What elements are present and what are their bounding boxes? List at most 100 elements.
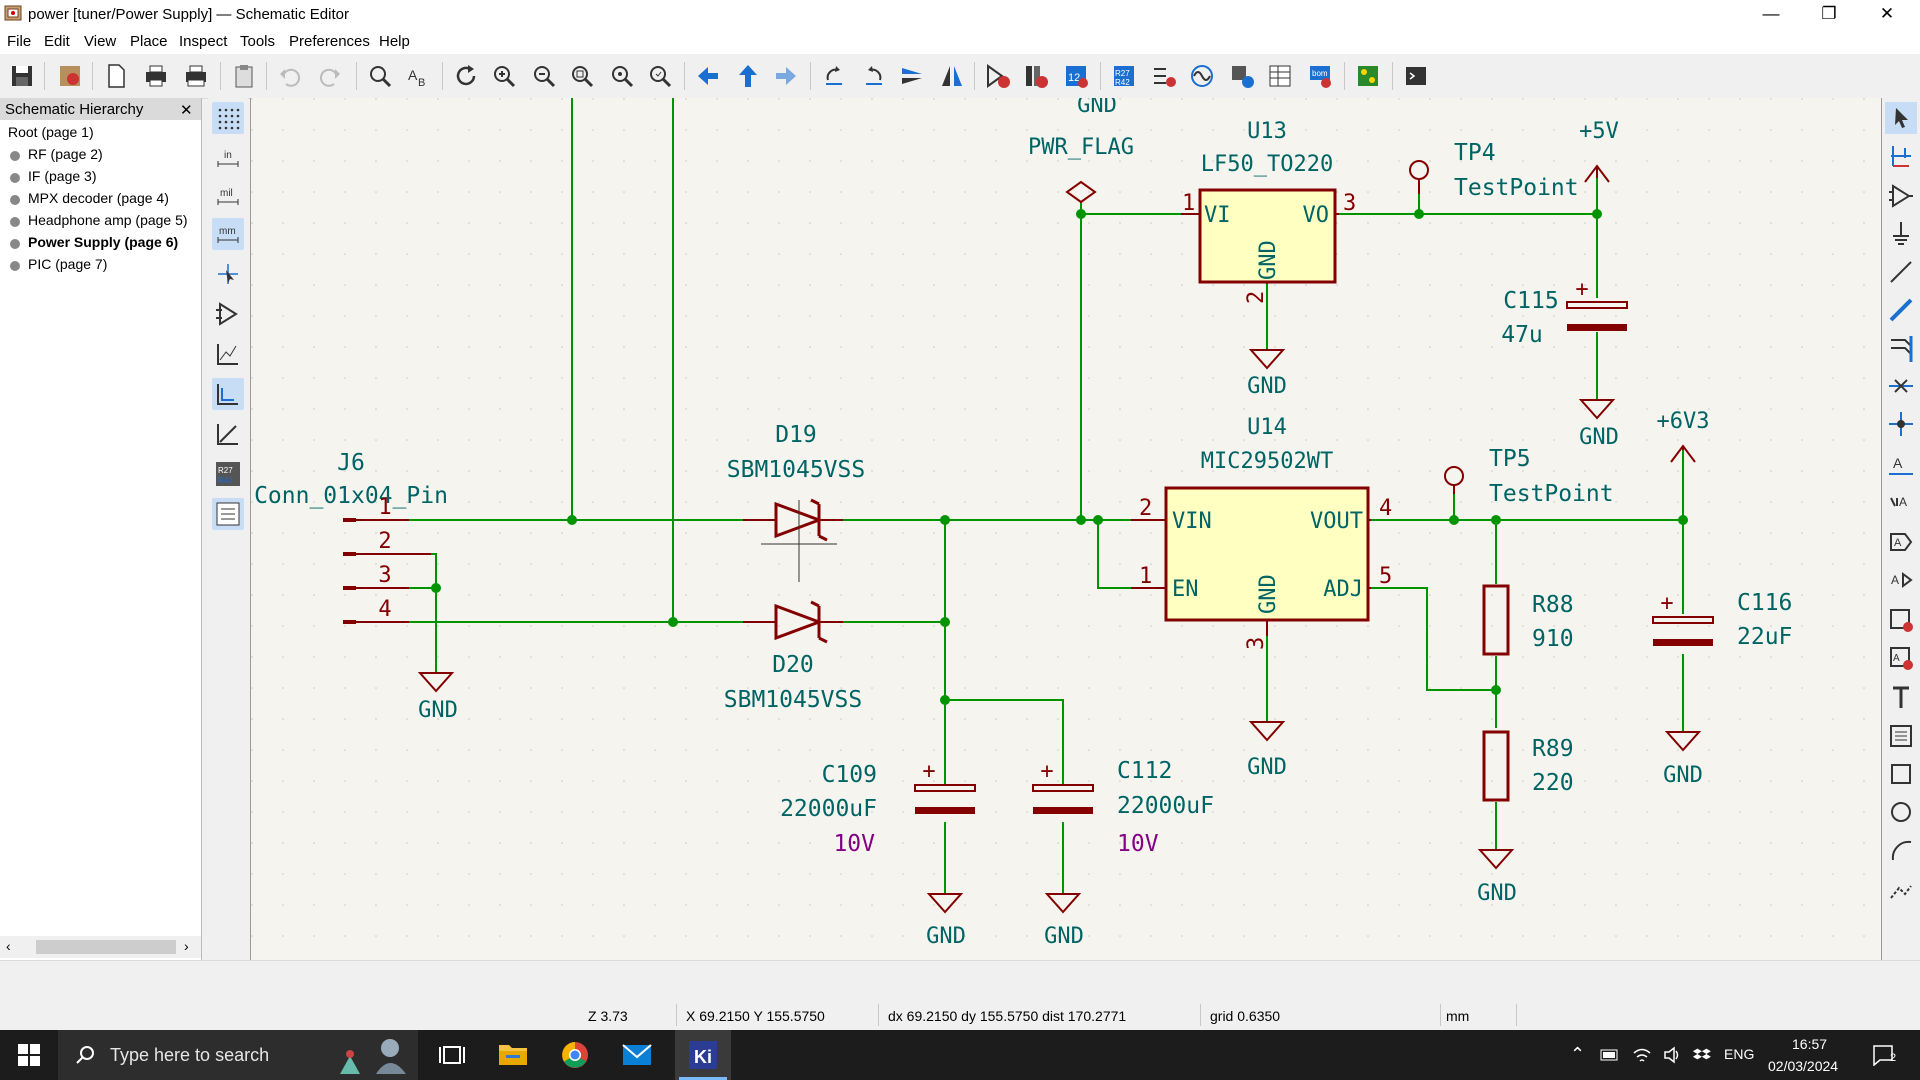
plot-icon[interactable] <box>182 62 210 90</box>
menu-tools[interactable]: Tools <box>240 33 276 50</box>
d20-diode[interactable]: D20 SBM1045VSS <box>724 600 862 713</box>
generate-bom-icon[interactable]: bom <box>1306 62 1334 90</box>
navigate-up-icon[interactable] <box>734 62 762 90</box>
highlight-net-icon[interactable] <box>1885 140 1917 172</box>
zoom-objects-icon[interactable] <box>608 62 636 90</box>
wire[interactable] <box>1097 520 1131 589</box>
task-view-icon[interactable] <box>430 1035 474 1075</box>
add-junction-icon[interactable] <box>1885 408 1917 440</box>
undo-icon[interactable] <box>276 62 304 90</box>
add-circle-icon[interactable] <box>1885 796 1917 828</box>
file-explorer-icon[interactable] <box>491 1035 535 1075</box>
gnd-symbol-u13[interactable]: GND <box>1247 349 1287 399</box>
symbol-fields-icon[interactable] <box>1150 62 1178 90</box>
menu-place[interactable]: Place <box>130 33 168 50</box>
wire[interactable] <box>1371 587 1496 691</box>
mail-icon[interactable] <box>615 1035 659 1075</box>
schematic-setup-icon[interactable] <box>56 62 84 90</box>
gnd-symbol-j6[interactable]: GND <box>417 672 458 723</box>
zoom-out-icon[interactable] <box>530 62 558 90</box>
units-inches-icon[interactable]: in <box>212 142 244 174</box>
show-hidden-icons[interactable]: ⌃ <box>1570 1044 1586 1064</box>
line-mode-45-icon[interactable] <box>212 418 244 450</box>
language-indicator[interactable]: ENG <box>1724 1046 1755 1062</box>
print-icon[interactable] <box>142 62 170 90</box>
add-sheet-icon[interactable] <box>1885 604 1917 636</box>
simulator-icon[interactable] <box>1188 62 1216 90</box>
add-wire-icon[interactable] <box>1885 256 1917 288</box>
gnd-symbol-c115[interactable]: GND <box>1578 399 1619 450</box>
page-settings-icon[interactable] <box>102 62 130 90</box>
r88-resistor[interactable]: R88 910 <box>1482 584 1574 656</box>
line-mode-90-icon[interactable] <box>212 378 244 410</box>
windows-start-icon[interactable] <box>18 1044 40 1066</box>
minimize-button[interactable]: — <box>1742 0 1800 30</box>
c109-capacitor[interactable]: + C109 22000uF 10V <box>780 759 976 857</box>
menu-help[interactable]: Help <box>379 33 410 50</box>
navigate-forward-icon[interactable] <box>772 62 800 90</box>
line-mode-free-icon[interactable] <box>212 338 244 370</box>
d19-diode[interactable]: D19 SBM1045VSS <box>727 422 865 582</box>
cursor-crosshair-icon[interactable] <box>212 258 244 290</box>
redo-icon[interactable] <box>316 62 344 90</box>
restore-button[interactable]: ❐ <box>1800 0 1858 30</box>
bom-icon[interactable] <box>1266 62 1294 90</box>
hierarchy-close-icon[interactable]: ✕ <box>180 102 193 119</box>
add-textbox-icon[interactable] <box>1885 720 1917 752</box>
bus-entry-icon[interactable] <box>1885 332 1917 364</box>
select-tool-icon[interactable] <box>1885 102 1917 134</box>
pwr-flag-symbol[interactable]: PWR_FLAG <box>1028 135 1134 204</box>
wire[interactable] <box>945 699 1064 784</box>
clock-date[interactable]: 02/03/2024 <box>1768 1058 1839 1074</box>
annotate-icon[interactable]: 12 <box>1062 62 1090 90</box>
menu-preferences[interactable]: Preferences <box>289 33 370 50</box>
add-global-label-icon[interactable]: A <box>1885 526 1917 558</box>
add-bus-icon[interactable] <box>1885 294 1917 326</box>
gnd-symbol-c116[interactable]: GND <box>1663 731 1703 788</box>
hierarchy-hscrollbar[interactable]: ‹ › <box>0 936 201 958</box>
clock-time[interactable]: 16:57 <box>1792 1036 1828 1052</box>
schematic-canvas[interactable]: GND PWR_FLAG U13 LF50_TO220 VI VO GND 1 … <box>250 98 1882 960</box>
j6-connector[interactable]: J6 Conn_01x04_Pin 1 2 3 4 <box>254 450 448 624</box>
pcb-editor-icon[interactable] <box>1354 62 1382 90</box>
gnd-symbol-r89[interactable]: GND <box>1477 849 1517 906</box>
add-label-icon[interactable]: A <box>1885 448 1917 480</box>
symbol-library-icon[interactable] <box>1022 62 1050 90</box>
rotate-ccw-icon[interactable] <box>820 62 848 90</box>
u14-regulator[interactable]: U14 MIC29502WT VIN VOUT EN ADJ GND 2 1 4… <box>1131 415 1392 650</box>
scroll-left-icon[interactable]: ‹ <box>6 938 11 954</box>
scroll-thumb[interactable] <box>36 940 176 954</box>
add-arc-icon[interactable] <box>1885 834 1917 866</box>
navigate-back-icon[interactable] <box>694 62 722 90</box>
dropbox-icon[interactable] <box>1692 1045 1712 1065</box>
zoom-selection-icon[interactable] <box>646 62 674 90</box>
gnd-symbol-c112[interactable]: GND <box>1044 893 1084 949</box>
battery-icon[interactable] <box>1600 1047 1620 1063</box>
properties-panel-icon[interactable] <box>212 498 244 530</box>
c115-capacitor[interactable]: + C115 47u <box>1501 277 1628 348</box>
menu-view[interactable]: View <box>84 33 117 50</box>
menu-file[interactable]: File <box>7 33 32 50</box>
add-power-icon[interactable] <box>1885 218 1917 250</box>
mirror-horizontal-icon[interactable] <box>938 62 966 90</box>
wire[interactable] <box>431 553 437 673</box>
zoom-in-icon[interactable] <box>490 62 518 90</box>
assign-footprints-icon[interactable] <box>1228 62 1256 90</box>
add-net-class-icon[interactable]: A <box>1885 486 1917 518</box>
taskbar-kicad-active[interactable]: Ki <box>675 1030 731 1080</box>
symbol-editor-icon[interactable] <box>984 62 1012 90</box>
units-mm-icon[interactable]: mm <box>212 218 244 250</box>
add-text-icon[interactable] <box>1885 682 1917 714</box>
no-connect-icon[interactable] <box>1885 370 1917 402</box>
refresh-icon[interactable] <box>452 62 480 90</box>
notifications-icon[interactable] <box>1872 1044 1896 1066</box>
c116-capacitor[interactable]: + C116 22uF <box>1652 590 1792 650</box>
scripting-console-icon[interactable] <box>1402 62 1430 90</box>
volume-icon[interactable] <box>1662 1045 1682 1065</box>
u13-regulator[interactable]: U13 LF50_TO220 VI VO GND 1 3 2 <box>1181 119 1356 304</box>
hidden-pins-icon[interactable] <box>212 298 244 330</box>
add-hierarchical-label-icon[interactable]: A <box>1885 564 1917 596</box>
